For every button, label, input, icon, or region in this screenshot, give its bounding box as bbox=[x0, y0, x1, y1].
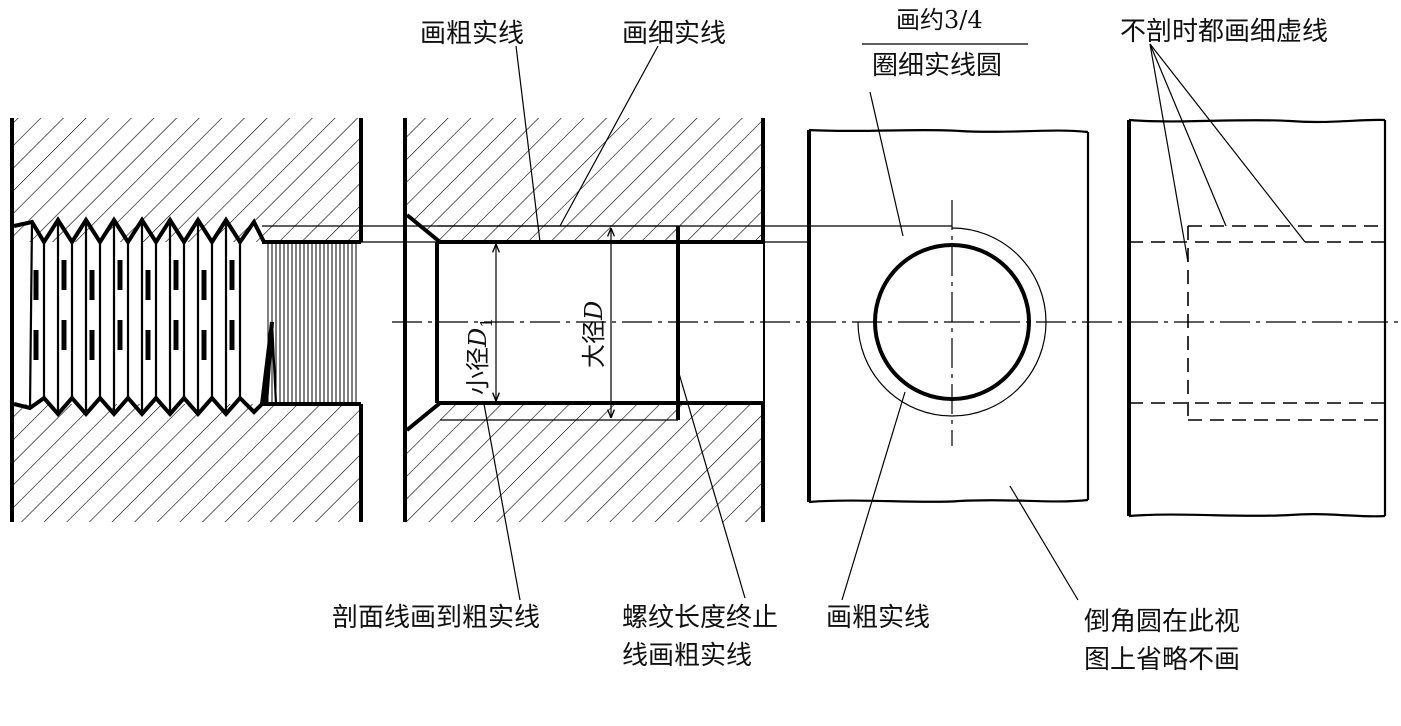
view-1-tapped-section bbox=[10, 118, 363, 522]
label-three-quarter-line-2: 圈细实线圆 bbox=[872, 51, 1002, 81]
dim-minor-sub: 1 bbox=[477, 318, 496, 328]
hatch-region-top-1 bbox=[14, 118, 361, 242]
view-4-hidden-view bbox=[1127, 118, 1387, 518]
leader-lines bbox=[483, 43, 1306, 601]
hatch-region-bottom-1 bbox=[14, 404, 361, 522]
label-hatch-to-thick: 剖面线画到粗实线 bbox=[332, 603, 540, 633]
thread-flanks bbox=[28, 220, 242, 414]
label-chamfer-line-2: 图上省略不画 bbox=[1084, 645, 1240, 675]
svg-text:小径D1: 小径D1 bbox=[464, 318, 496, 395]
projection-lines bbox=[262, 225, 952, 243]
label-thick-line-top: 画粗实线 bbox=[420, 19, 524, 49]
label-three-quarter-line-1: 画约3/4 bbox=[896, 6, 983, 34]
dim-major-prefix: 大径 bbox=[580, 320, 608, 368]
thread-dashes bbox=[33, 260, 235, 360]
label-thread-end-line-1: 螺纹长度终止 bbox=[622, 603, 778, 633]
dim-minor-prefix: 小径 bbox=[464, 347, 492, 395]
svg-text:大径D: 大径D bbox=[580, 301, 608, 368]
label-chamfer-line-1: 倒角圆在此视 bbox=[1084, 607, 1240, 637]
label-thin-line-top: 画细实线 bbox=[622, 19, 726, 49]
label-thick-line-bottom: 画粗实线 bbox=[826, 603, 930, 633]
label-thread-end-line-2: 线画粗实线 bbox=[622, 641, 752, 671]
major-diameter-arc bbox=[857, 227, 1047, 417]
dim-minor-symbol: D bbox=[464, 328, 492, 348]
dim-major-diameter: 大径D bbox=[580, 228, 611, 418]
dim-major-symbol: D bbox=[580, 301, 608, 321]
hatch-region-bottom-2 bbox=[407, 403, 763, 522]
dim-minor-diameter: 小径D1 bbox=[464, 244, 496, 401]
label-not-sectioned: 不剖时都画细虚线 bbox=[1120, 17, 1328, 47]
view-3-end-view bbox=[807, 128, 1090, 504]
drill-texture bbox=[267, 244, 357, 402]
